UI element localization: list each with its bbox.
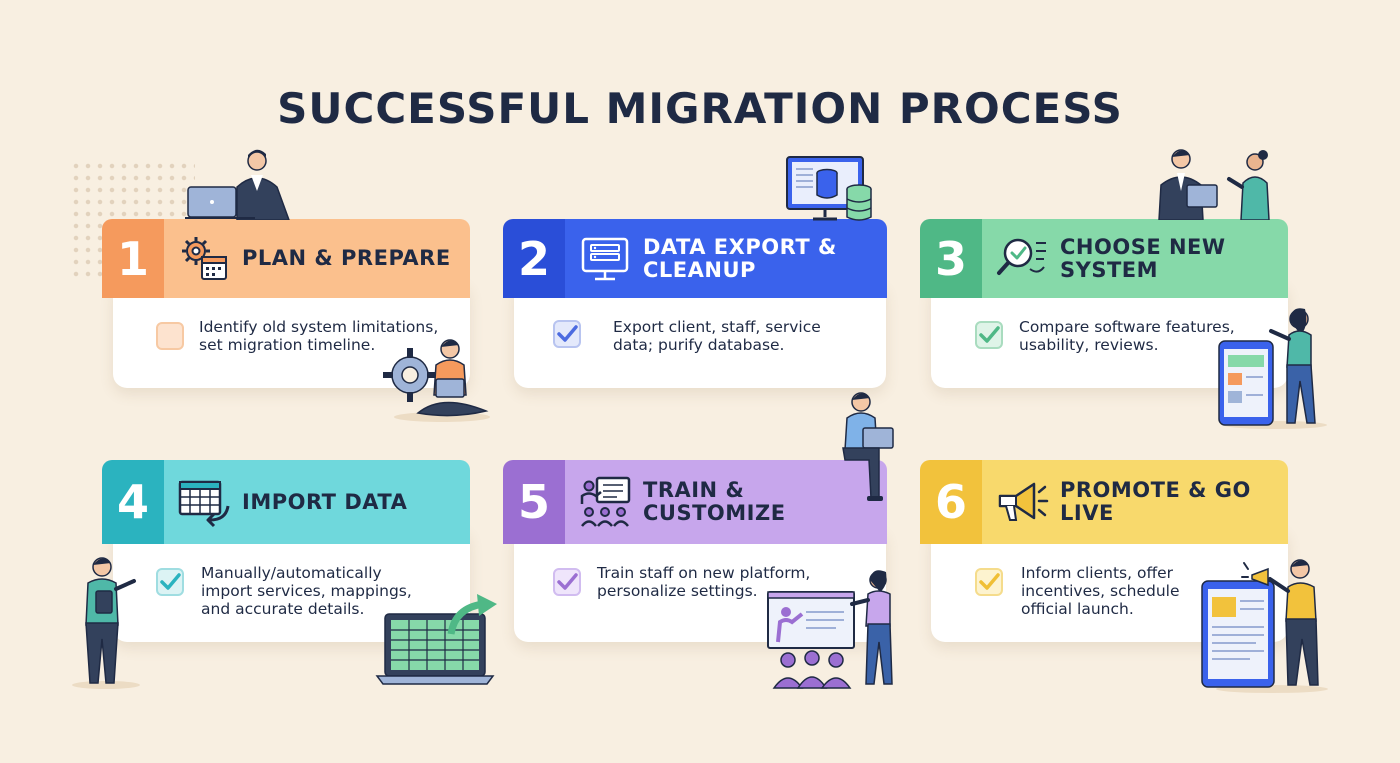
person-sitting-laptop-illustration bbox=[842, 392, 894, 501]
step-description-5: Train staff on new platform, personalize… bbox=[597, 564, 811, 600]
step-number-3: 3 bbox=[920, 219, 982, 298]
page-title: SUCCESSFUL MIGRATION PROCESS bbox=[277, 84, 1123, 133]
man-megaphone-tablet-illustration bbox=[1201, 559, 1328, 693]
megaphone-icon bbox=[994, 474, 1050, 530]
step-description-1: Identify old system limitations, set mig… bbox=[199, 318, 439, 354]
step-title-5: TRAIN & CUSTOMIZE bbox=[643, 478, 786, 525]
step-number-4: 4 bbox=[102, 460, 164, 544]
step-description-3: Compare software features, usability, re… bbox=[1019, 318, 1235, 354]
gear-calendar-icon bbox=[176, 231, 232, 287]
step-checkbox-4 bbox=[156, 568, 184, 596]
spreadsheet-import-icon bbox=[176, 474, 232, 530]
step-description-4: Manually/automatically import services, … bbox=[201, 564, 412, 618]
step-title-2: DATA EXPORT & CLEANUP bbox=[643, 234, 837, 282]
step-description-2: Export client, staff, service data; puri… bbox=[613, 318, 821, 354]
step-header-1: 1 PLAN & PREPARE bbox=[102, 219, 470, 298]
presentation-training-icon bbox=[577, 474, 633, 530]
step-number-6: 6 bbox=[920, 460, 982, 544]
step-header-5: 5 TRAIN & CUSTOMIZE bbox=[503, 460, 887, 544]
step-title-1: PLAN & PREPARE bbox=[242, 246, 451, 270]
checkmark-icon bbox=[557, 573, 578, 590]
step-checkbox-2 bbox=[553, 320, 581, 348]
team-discussion-illustration bbox=[1158, 149, 1270, 220]
step-title-4: IMPORT DATA bbox=[242, 489, 408, 514]
step-header-2: 2 DATA EXPORT & CLEANUP bbox=[503, 219, 887, 298]
step-checkbox-3 bbox=[975, 321, 1003, 349]
step-description-6: Inform clients, offer incentives, schedu… bbox=[1021, 564, 1180, 618]
step-number-5: 5 bbox=[503, 460, 565, 544]
step-title-6: PROMOTE & GO LIVE bbox=[1060, 478, 1251, 525]
step-checkbox-1 bbox=[156, 322, 184, 350]
man-clipboard-illustration bbox=[72, 557, 140, 689]
step-header-6: 6 PROMOTE & GO LIVE bbox=[920, 460, 1288, 544]
step-title-3: CHOOSE NEW SYSTEM bbox=[1060, 234, 1226, 282]
step-number-2: 2 bbox=[503, 219, 565, 298]
step-header-4: 4 IMPORT DATA bbox=[102, 460, 470, 544]
step-checkbox-5 bbox=[553, 568, 581, 596]
person-gear-illustration bbox=[383, 339, 490, 422]
step-checkbox-6 bbox=[975, 568, 1003, 596]
person-laptop-illustration bbox=[185, 149, 290, 220]
checkmark-icon bbox=[557, 325, 578, 342]
step-header-3: 3 CHOOSE NEW SYSTEM bbox=[920, 219, 1288, 298]
step-number-1: 1 bbox=[102, 219, 164, 298]
laptop-spreadsheet-illustration bbox=[375, 594, 497, 685]
server-monitor-icon bbox=[577, 231, 633, 287]
checkmark-icon bbox=[979, 326, 1000, 343]
woman-tablet-illustration bbox=[1218, 308, 1327, 429]
checkmark-icon bbox=[979, 573, 1000, 590]
checkmark-icon bbox=[160, 573, 181, 590]
database-monitor-illustration bbox=[786, 156, 872, 221]
magnifier-check-icon bbox=[994, 231, 1050, 287]
presenter-audience-illustration bbox=[767, 570, 893, 689]
